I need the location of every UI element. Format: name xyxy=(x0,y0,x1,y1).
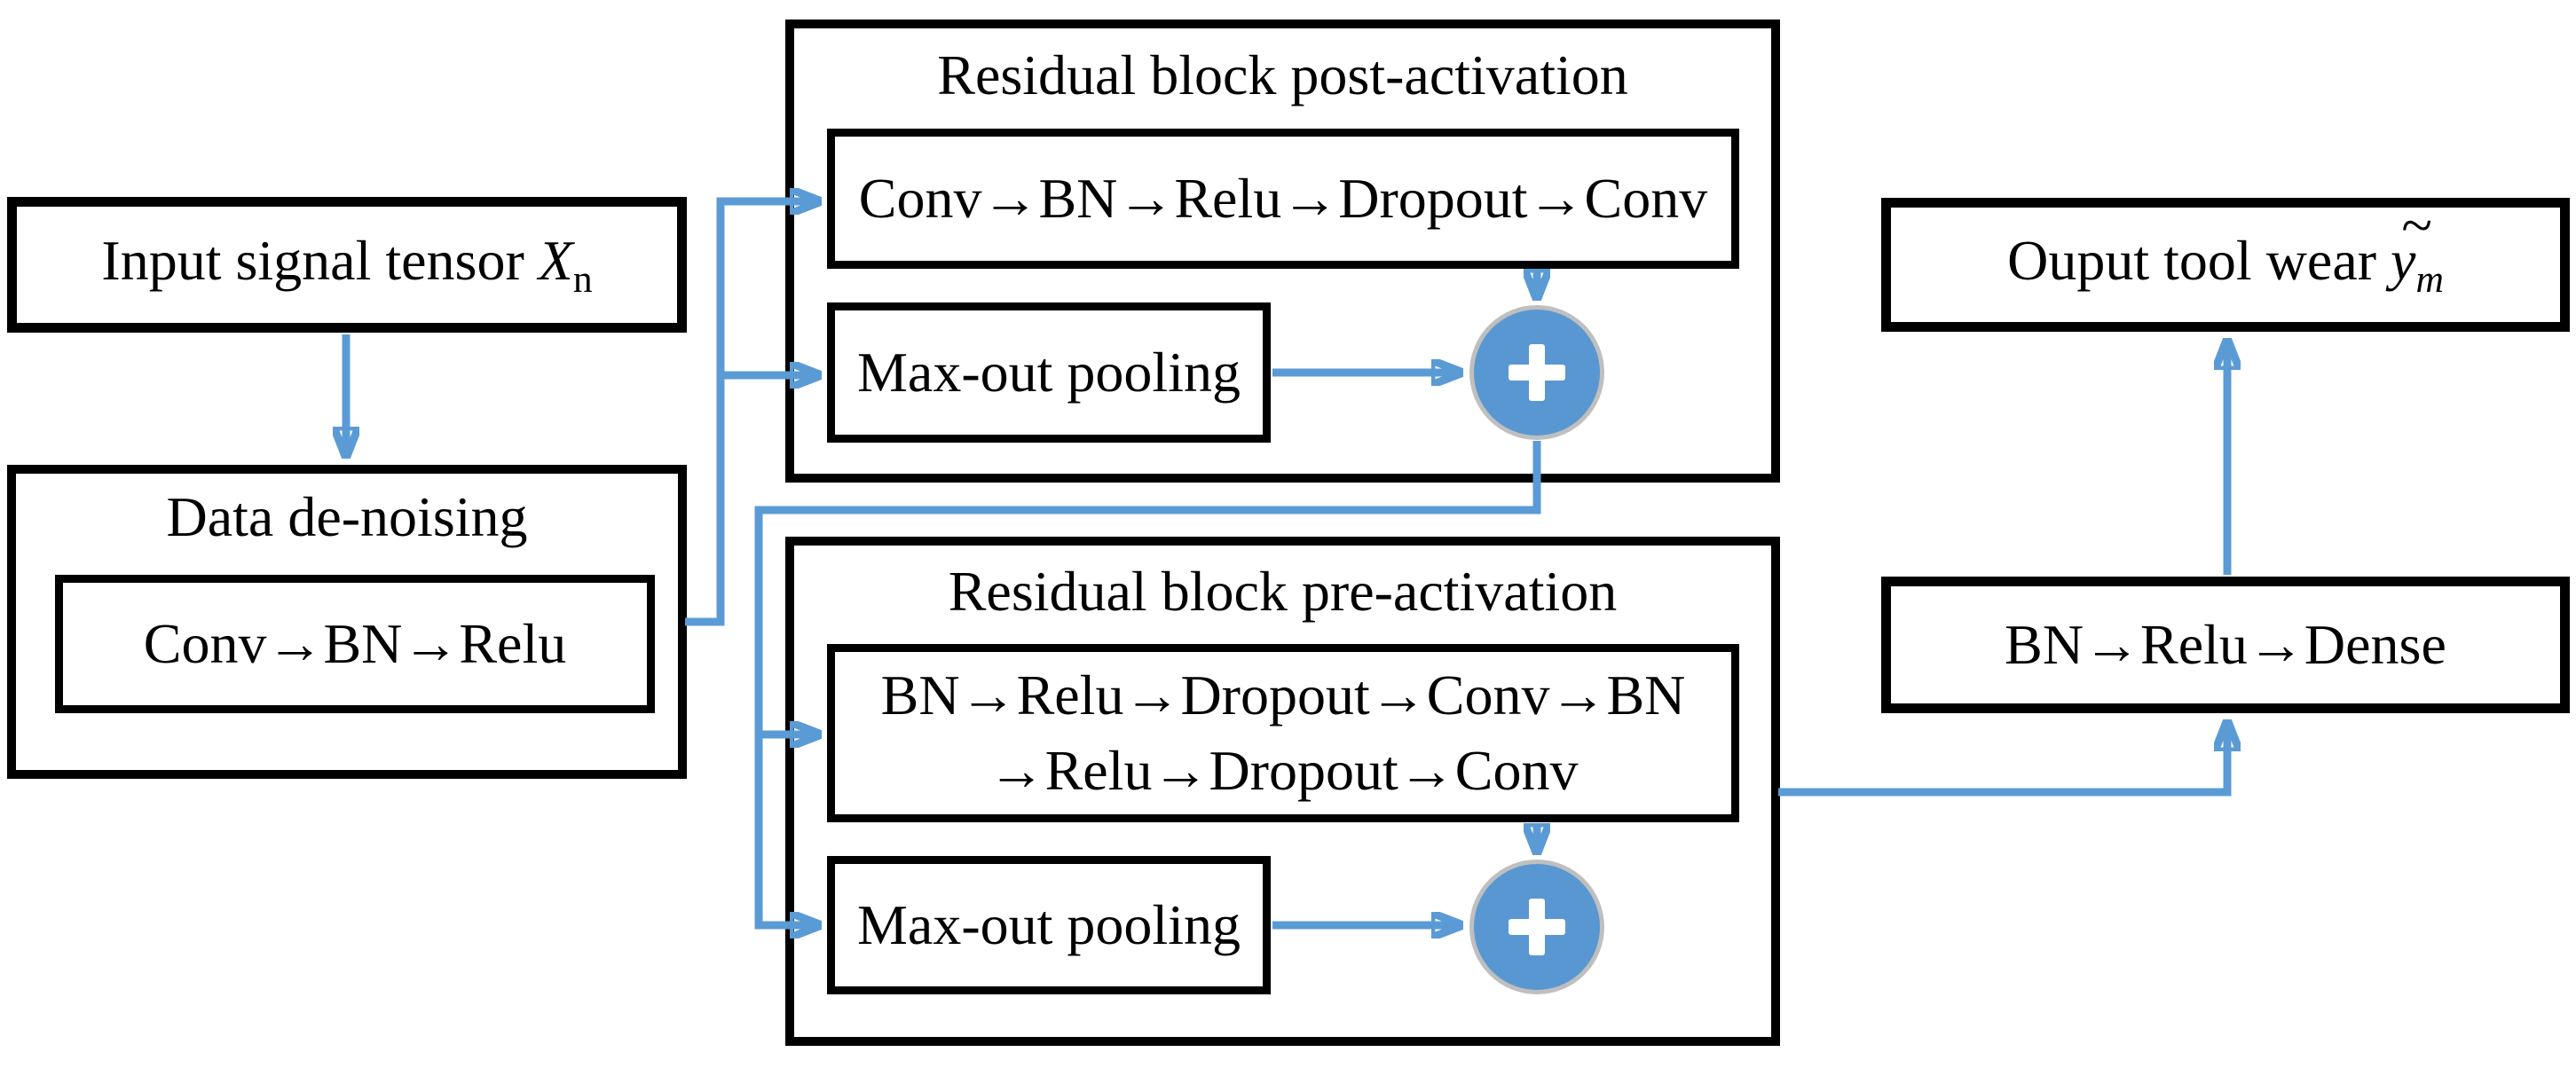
denoise-conv-label: Conv→BN→Relu xyxy=(143,611,567,675)
pre-conv-line2: →Relu→Dropout→Conv xyxy=(988,738,1579,802)
plus-icon xyxy=(1509,344,1565,401)
input-var-subscript: n xyxy=(572,257,593,301)
pre-maxout-label: Max-out pooling xyxy=(857,892,1241,956)
output-var-subscript: m xyxy=(2415,257,2444,301)
input-node: Input signal tensor Xn xyxy=(7,197,687,333)
output-node: Ouput tool wear ~ym xyxy=(1881,193,2570,332)
dense-label: BN→Relu→Dense xyxy=(2005,612,2446,676)
output-var: y xyxy=(2391,228,2416,292)
pre-maxout-node: Max-out pooling xyxy=(827,856,1271,994)
pre-activation-title: Residual block pre-activation xyxy=(948,560,1618,623)
connector-pre-block-to-dense xyxy=(1778,720,2227,797)
plus-icon xyxy=(1509,899,1565,955)
post-activation-title: Residual block post-activation xyxy=(937,43,1628,106)
input-var: X xyxy=(538,228,573,292)
post-maxout-node: Max-out pooling xyxy=(827,302,1271,443)
post-merge-circle xyxy=(1469,305,1604,440)
post-maxout-label: Max-out pooling xyxy=(857,340,1241,404)
output-label: Ouput tool wear ~ym xyxy=(2007,193,2444,301)
post-conv-node: Conv→BN→Relu→Dropout→Conv xyxy=(827,129,1739,269)
pre-conv-line1: BN→Relu→Dropout→Conv→BN xyxy=(880,664,1686,727)
pre-merge-circle xyxy=(1469,860,1604,994)
pre-conv-node: BN→Relu→Dropout→Conv→BN →Relu→Dropout→Co… xyxy=(827,644,1739,822)
post-conv-label: Conv→BN→Relu→Dropout→Conv xyxy=(858,166,1708,230)
denoise-conv-node: Conv→BN→Relu xyxy=(55,575,655,713)
dense-node: BN→Relu→Dense xyxy=(1881,577,2570,713)
denoise-title: Data de-noising xyxy=(166,485,528,548)
output-var-tilde: ~ xyxy=(2400,193,2432,257)
input-label: Input signal tensor Xn xyxy=(101,228,593,301)
